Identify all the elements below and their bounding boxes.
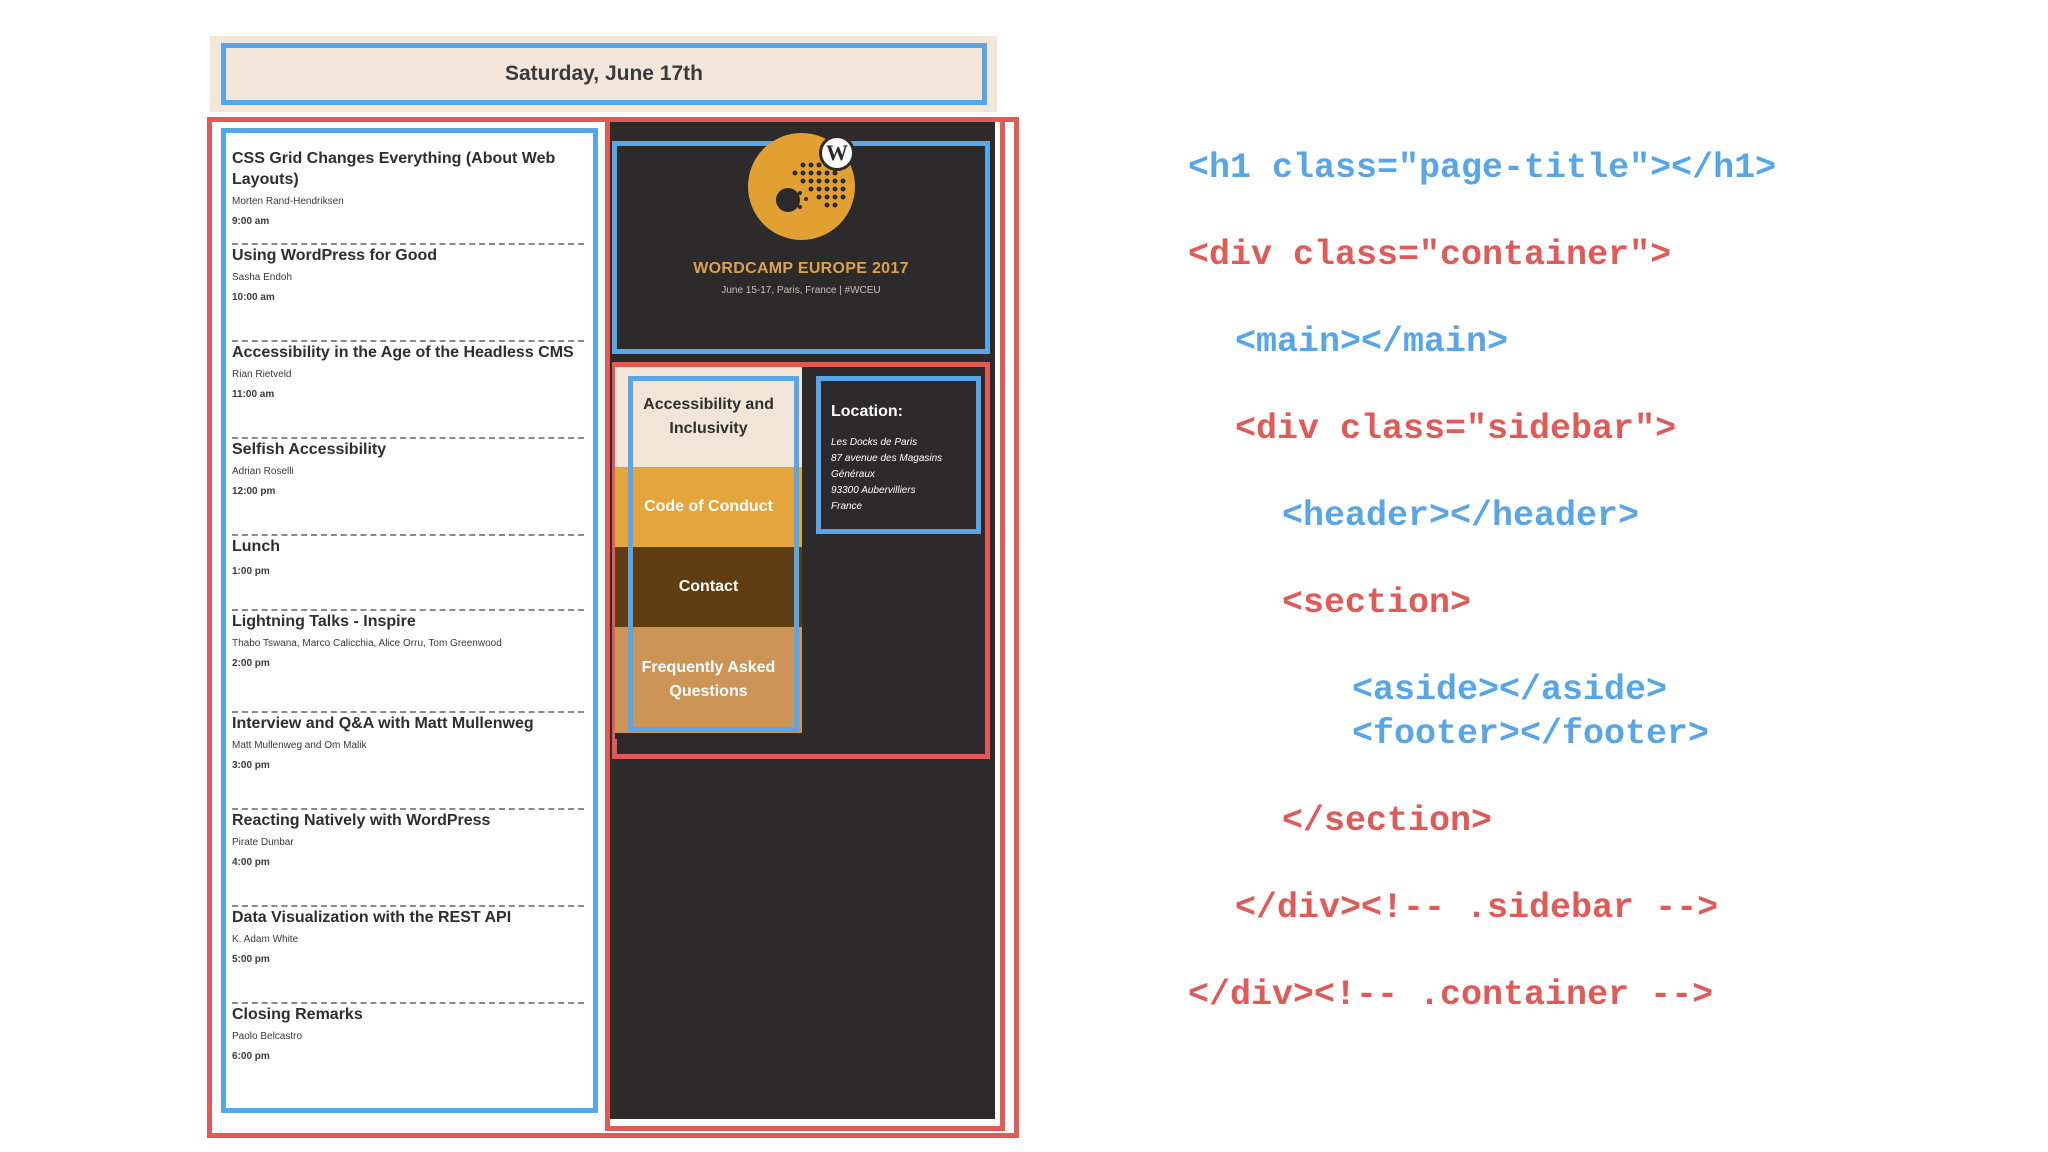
code-container-close: </div><!-- .container --> [1188, 975, 1714, 1015]
address-line: 87 avenue des Magasins [831, 453, 943, 464]
session-speaker: Matt Mullenweg and Om Malik [232, 740, 367, 751]
session-time: 10:00 am [232, 292, 275, 303]
session-speaker: Adrian Roselli [232, 466, 294, 477]
schedule-item[interactable]: Data Visualization with the REST API K. … [232, 907, 584, 1004]
page-title: Saturday, June 17th [504, 62, 703, 85]
schedule-item[interactable]: Closing Remarks Paolo Belcastro 6:00 pm [232, 1004, 584, 1101]
schedule-item[interactable]: Selfish Accessibility Adrian Roselli 12:… [232, 439, 584, 536]
session-speaker: Thabo Tswana, Marco Calicchia, Alice Orr… [232, 638, 502, 649]
schedule-list: CSS Grid Changes Everything (About Web L… [232, 148, 584, 1101]
code-section-close: </section> [1282, 801, 1493, 841]
event-title: WORDCAMP EUROPE 2017 [693, 260, 909, 277]
code-main: <main></main> [1235, 322, 1509, 362]
section-outline [612, 362, 990, 759]
session-title: Selfish Accessibility [232, 441, 387, 458]
footer-outline: Location: Les Docks de Paris 87 avenue d… [816, 376, 981, 534]
session-time: 1:00 pm [232, 566, 270, 577]
session-title: Interview and Q&A with Matt Mullenweg [232, 715, 534, 732]
schedule-item[interactable]: Using WordPress for Good Sasha Endoh 10:… [232, 245, 584, 342]
session-speaker: Rian Rietveld [232, 369, 292, 380]
session-speaker: Morten Rand-Hendriksen [232, 196, 344, 207]
session-title: Using WordPress for Good [232, 247, 438, 264]
event-subtitle: June 15-17, Paris, France | #WCEU [721, 285, 881, 296]
session-title: Lightning Talks - Inspire [232, 613, 416, 630]
session-time: 6:00 pm [232, 1051, 270, 1062]
session-speaker: Sasha Endoh [232, 272, 293, 283]
nav-contact[interactable]: Contact [615, 547, 802, 627]
code-h1: <h1 class="page-title"></h1> [1188, 148, 1777, 188]
main-outline [221, 128, 598, 1113]
session-time: 9:00 am [232, 216, 270, 227]
session-title: CSS Grid Changes Everything (About Web L… [232, 150, 556, 188]
aside-nav: Accessibility and Inclusivity Code of Co… [615, 367, 802, 739]
schedule-item[interactable]: CSS Grid Changes Everything (About Web L… [232, 148, 584, 245]
page-header-band [210, 36, 997, 112]
session-time: 4:00 pm [232, 857, 270, 868]
code-aside: <aside></aside> [1352, 670, 1668, 710]
schedule-item[interactable]: Lunch 1:00 pm [232, 536, 584, 611]
nav-faq[interactable]: Frequently Asked Questions [615, 627, 802, 733]
code-container-open: <div class="container"> [1188, 235, 1672, 275]
aside-outline [628, 376, 799, 732]
code-sidebar-open: <div class="sidebar"> [1235, 409, 1677, 449]
session-title: Accessibility in the Age of the Headless… [232, 344, 574, 361]
session-speaker: Paolo Belcastro [232, 1031, 303, 1042]
schedule-item[interactable]: Reacting Natively with WordPress Pirate … [232, 810, 584, 907]
code-footer: <footer></footer> [1352, 714, 1710, 754]
session-title: Closing Remarks [232, 1006, 363, 1023]
code-sidebar-close: </div><!-- .sidebar --> [1235, 888, 1719, 928]
address-line: France [831, 501, 863, 512]
session-time: 5:00 pm [232, 954, 270, 965]
code-header: <header></header> [1282, 496, 1640, 536]
address-line: Les Docks de Paris [831, 437, 918, 448]
location-address: Les Docks de Paris 87 avenue des Magasin… [831, 435, 976, 515]
session-title: Reacting Natively with WordPress [232, 812, 491, 829]
session-time: 3:00 pm [232, 760, 270, 771]
wordpress-icon: W [819, 135, 855, 171]
schedule-item[interactable]: Lightning Talks - Inspire Thabo Tswana, … [232, 611, 584, 713]
sidebar-outline [605, 117, 1005, 1131]
address-line: 93300 Aubervilliers [831, 485, 916, 496]
session-time: 2:00 pm [232, 658, 270, 669]
page-title-outline: Saturday, June 17th [221, 43, 987, 105]
schedule-item[interactable]: Accessibility in the Age of the Headless… [232, 342, 584, 439]
code-section-open: <section> [1282, 583, 1472, 623]
session-speaker: Pirate Dunbar [232, 837, 294, 848]
session-title: Lunch [232, 538, 280, 555]
nav-code-of-conduct[interactable]: Code of Conduct [615, 467, 802, 547]
address-line: Généraux [831, 469, 875, 480]
session-title: Data Visualization with the REST API [232, 909, 512, 926]
session-time: 11:00 am [232, 389, 275, 400]
session-time: 12:00 pm [232, 486, 276, 497]
location-title: Location: [831, 403, 903, 420]
schedule-item[interactable]: Interview and Q&A with Matt Mullenweg Ma… [232, 713, 584, 810]
session-speaker: K. Adam White [232, 934, 299, 945]
nav-accessibility[interactable]: Accessibility and Inclusivity [615, 367, 802, 467]
